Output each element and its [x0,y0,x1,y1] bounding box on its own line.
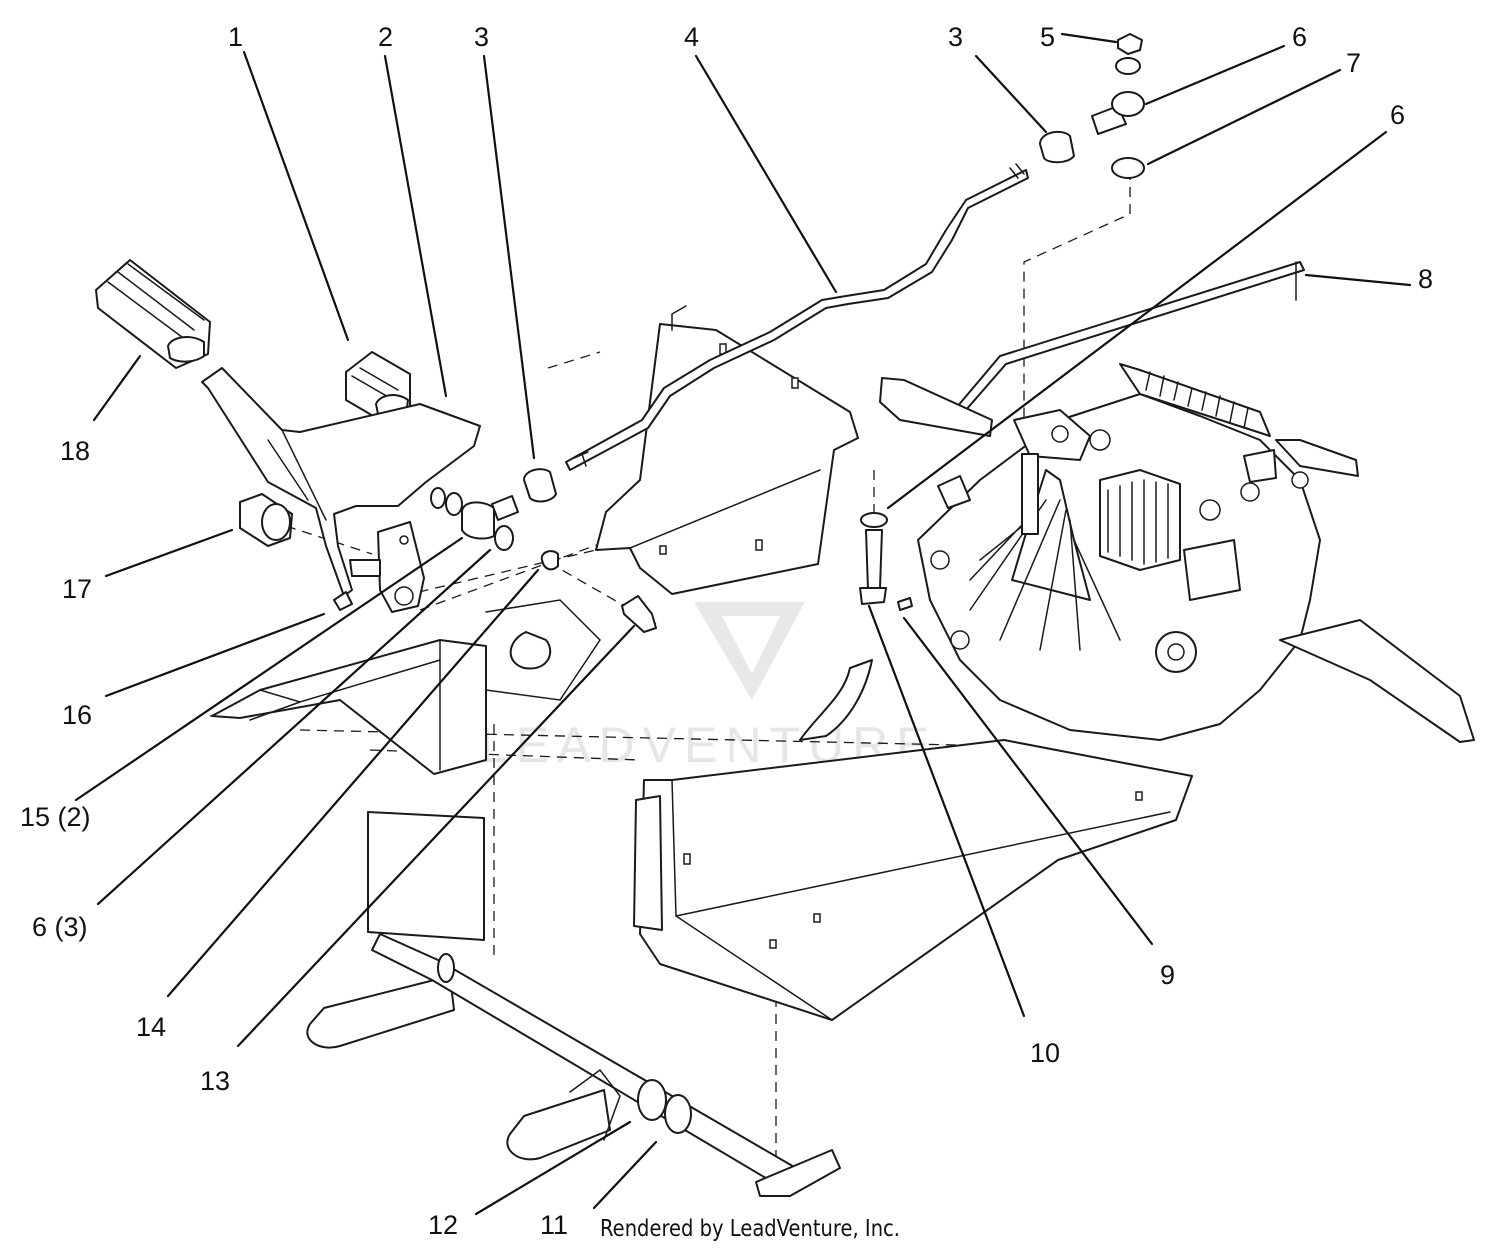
leader-18 [92,354,142,422]
callout-6b: 6 [1390,100,1405,130]
nut-5 [1117,33,1143,55]
leader-13 [236,624,636,1048]
pedal-pivot-plate [377,521,425,613]
callout-12: 12 [428,1210,458,1240]
leader-lines [74,32,1412,1216]
pivot-bushing [239,493,293,547]
shaft-washer-12 [637,1079,667,1121]
leader-4 [694,54,838,294]
callout-7: 7 [1346,48,1361,78]
upper-hardware-stack [1039,33,1145,179]
callout-17: 17 [62,574,92,604]
leader-11 [592,1140,658,1210]
input-shaft [879,377,993,437]
callout-16: 16 [62,700,92,730]
washer-14 [540,550,559,571]
center-upper-plate [595,305,859,595]
callout-11: 11 [540,1210,568,1240]
callout-6a: 6 [1292,22,1307,52]
bolt-13 [621,595,657,633]
callout-4: 4 [684,22,699,52]
washer-7 [1111,157,1145,179]
control-rod-4 [565,163,1029,471]
leader-7 [1146,68,1342,166]
leader-15 [74,536,464,802]
output-stub [1021,453,1039,535]
callout-2: 2 [378,22,393,52]
leader-12 [474,1120,632,1216]
footer-credit: Rendered by LeadVenture, Inc. [600,1216,900,1242]
leader-17 [104,528,234,578]
callout-8: 8 [1418,264,1433,294]
callout-3a: 3 [474,22,489,52]
callout-5: 5 [1040,22,1055,52]
leader-10 [867,604,1026,1018]
callout-1: 1 [228,22,243,52]
axle-upper [1275,439,1359,477]
shaft-end-bracket [755,1149,841,1197]
left-hardware-stack [430,468,657,633]
callout-13: 13 [200,1066,230,1096]
leader-1 [242,50,350,342]
pedal-arm [201,367,481,613]
cross-shaft [306,933,841,1197]
leader-3b [974,54,1048,134]
callout-18: 18 [60,436,90,466]
leader-6a [1144,44,1286,106]
left-bracket-plate [211,599,601,775]
leader-8 [1304,273,1412,287]
screw-16 [333,591,353,611]
leader-9 [902,616,1154,946]
pedal-pad [95,259,211,369]
callout-3b: 3 [948,22,963,52]
callout-15: 15 (2) [20,802,91,832]
leader-6c [96,548,492,906]
leader-2 [383,54,448,398]
leader-6b [886,130,1388,510]
transaxle-bolt-10 [859,512,888,605]
washer-6-left [494,525,514,551]
spring [1119,363,1271,437]
axle-right [1279,619,1475,743]
callouts: 1 2 3 4 3 5 6 7 6 8 18 17 16 15 (2) 6 (3… [20,22,1433,1240]
callout-9: 9 [1160,960,1175,990]
nut-3-left [523,468,557,503]
callout-6c: 6 (3) [32,912,88,942]
lower-left-plate [367,811,485,941]
shaft-washer-11 [664,1094,692,1134]
callout-14: 14 [136,1012,166,1042]
leader-14 [166,568,540,998]
leader-16 [104,612,326,698]
nut-3-right [1039,130,1075,164]
transaxle [879,363,1475,743]
leader-3a [482,54,536,460]
right-floor-plate [633,659,1193,1021]
washer-6-right [860,512,888,528]
washer-5 [1115,57,1141,75]
leader-5 [1060,32,1118,44]
ball-joint-15 [461,501,495,540]
pin-9 [897,597,913,611]
callout-10: 10 [1030,1038,1060,1068]
